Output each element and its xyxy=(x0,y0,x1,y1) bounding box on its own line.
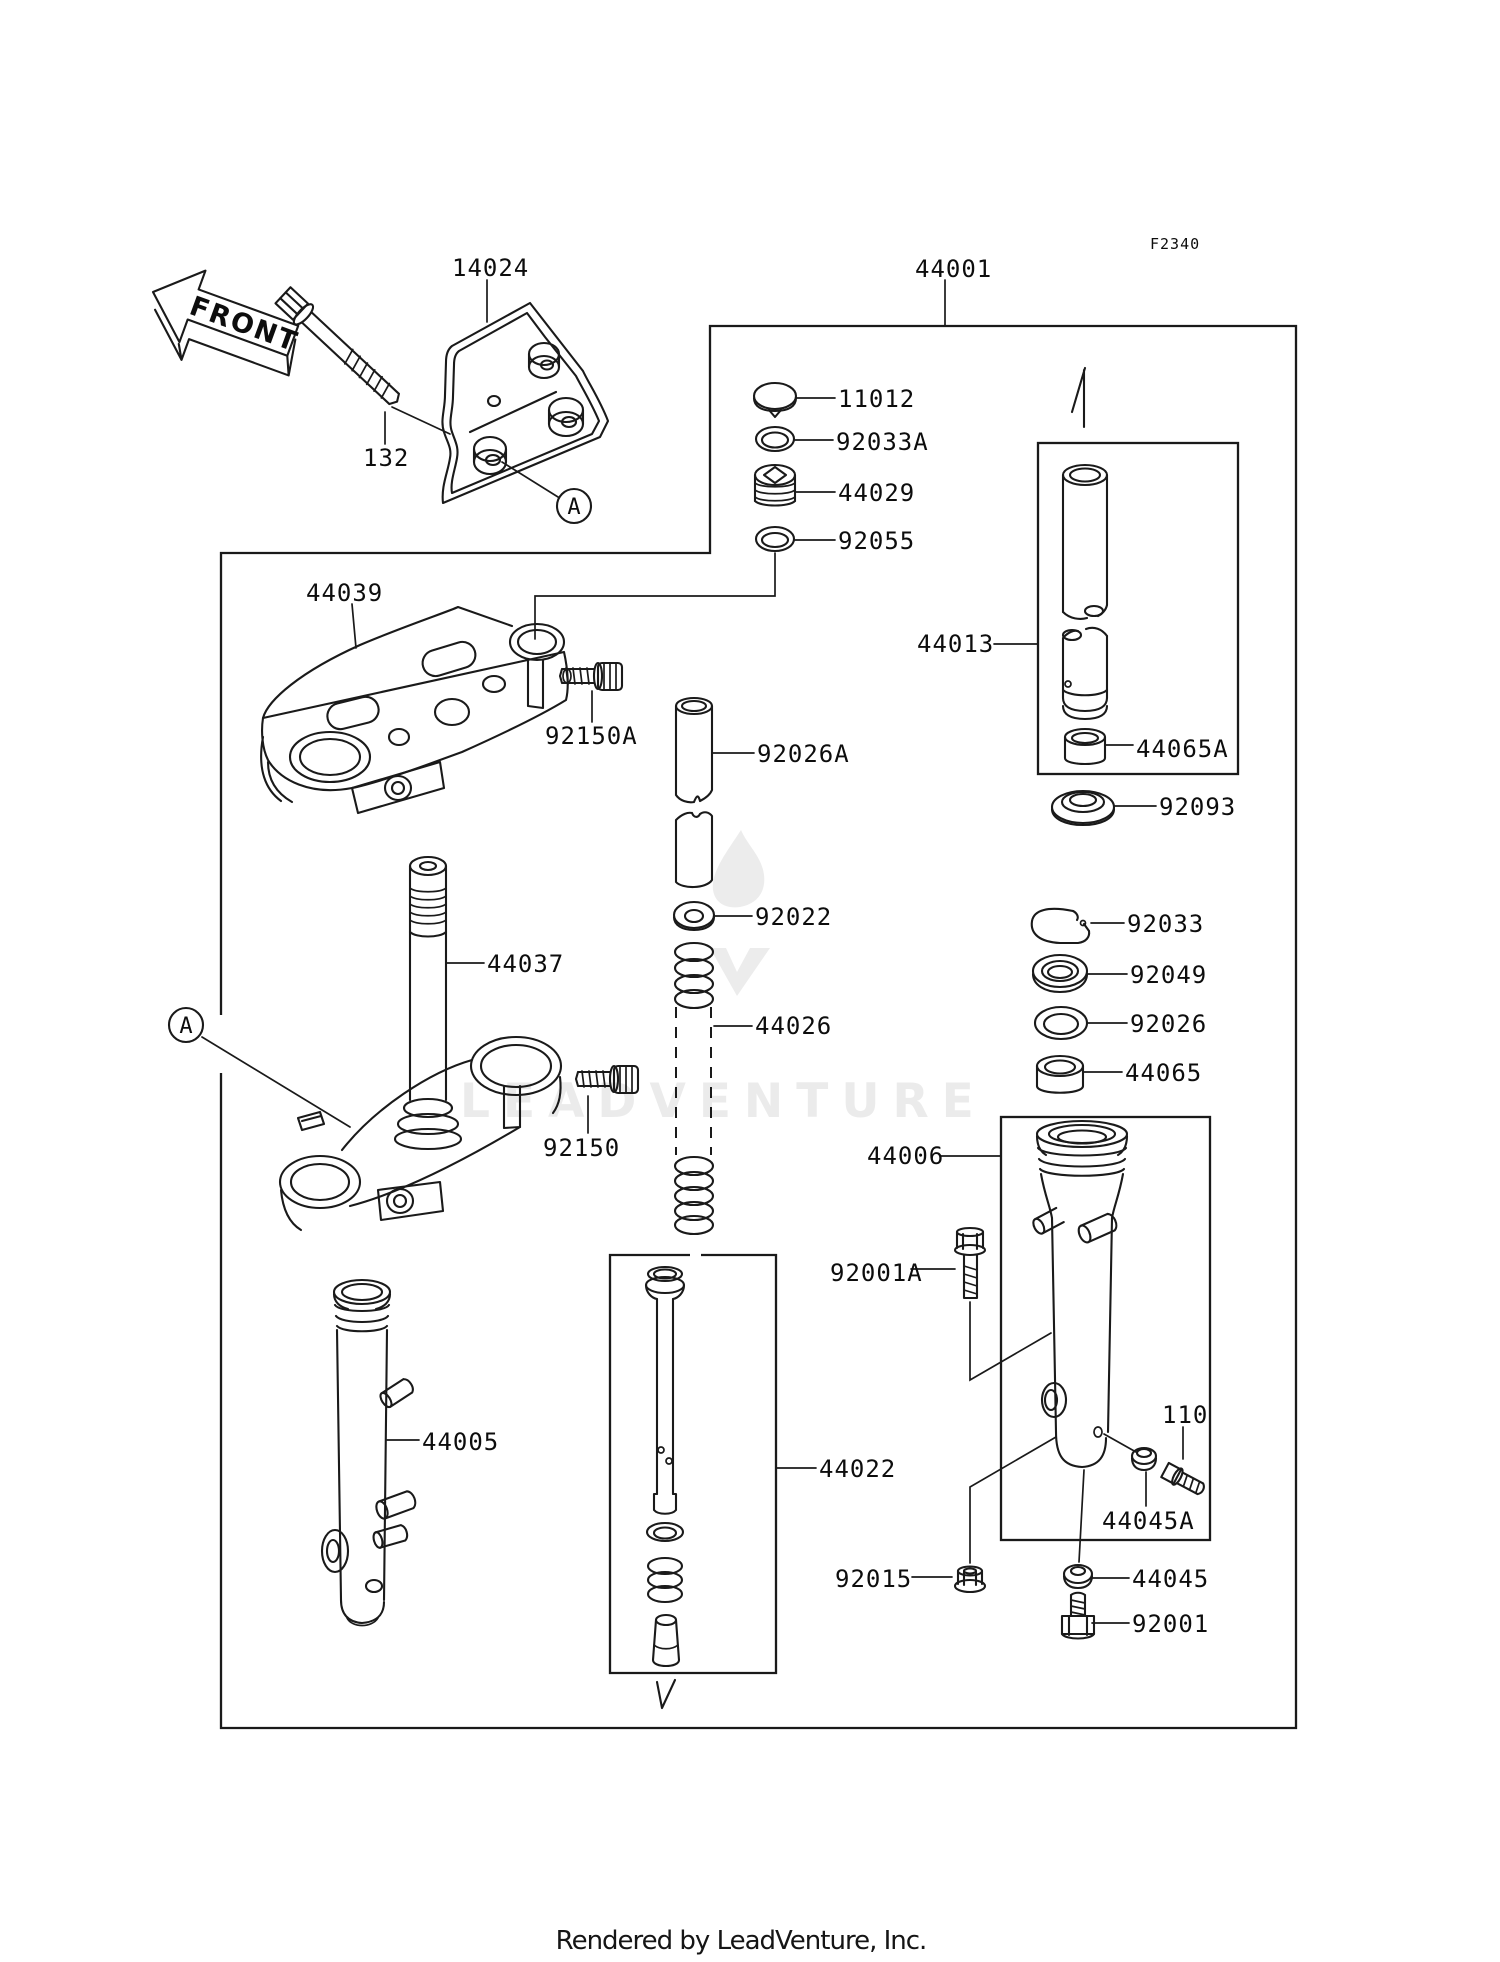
label-11012: 11012 xyxy=(838,385,915,413)
watermark-text: LEADVENTURE xyxy=(460,1074,987,1129)
part-drawing-44006 xyxy=(1032,1119,1129,1469)
part-drawing-92022 xyxy=(672,900,716,932)
part-drawing-44026-spring xyxy=(673,941,715,1236)
label-44005: 44005 xyxy=(422,1428,499,1456)
label-92001a: 92001A xyxy=(830,1259,923,1287)
part-drawing-44029 xyxy=(753,463,797,507)
part-drawing-44005 xyxy=(320,1278,417,1627)
part-drawing-14024 xyxy=(441,301,610,505)
part-drawing-44065a xyxy=(1063,727,1107,766)
label-44065: 44065 xyxy=(1125,1059,1202,1087)
label-92055: 92055 xyxy=(838,527,915,555)
label-44039: 44039 xyxy=(306,579,383,607)
part-drawing-92055 xyxy=(754,525,796,553)
detail-a-left-label: A xyxy=(179,1014,192,1039)
label-92001: 92001 xyxy=(1132,1610,1209,1638)
front-arrow-shadow xyxy=(153,308,297,377)
label-92033: 92033 xyxy=(1127,910,1204,938)
part-drawing-44022 xyxy=(644,1265,686,1668)
label-92033a: 92033A xyxy=(836,428,929,456)
bolt-92001 xyxy=(1060,1591,1096,1640)
bolt-132 xyxy=(274,286,400,406)
part-drawing-44037 xyxy=(278,855,563,1232)
flame-icon xyxy=(712,830,765,908)
part-drawing-92049 xyxy=(1031,953,1089,994)
label-44045a: 44045A xyxy=(1102,1507,1195,1535)
label-44065a: 44065A xyxy=(1136,735,1229,763)
main-assembly-box-44001 xyxy=(219,324,1298,1730)
detail-a-marker-top: A xyxy=(555,487,593,525)
label-44022: 44022 xyxy=(819,1455,896,1483)
part-drawing-92093 xyxy=(1050,789,1116,827)
part-drawing-92033A xyxy=(754,425,796,453)
detail-a-marker-left: A xyxy=(167,1006,205,1044)
bolt-110 xyxy=(1160,1461,1205,1496)
label-44013: 44013 xyxy=(917,630,994,658)
label-92026: 92026 xyxy=(1130,1010,1207,1038)
assembly-boxes xyxy=(219,324,1298,1730)
inner-tube-box-44013 xyxy=(1036,441,1240,776)
part-drawing-44039 xyxy=(260,605,572,815)
part-drawing-92033 xyxy=(1030,907,1091,945)
label-44037: 44037 xyxy=(487,950,564,978)
label-14024: 14024 xyxy=(452,254,529,282)
label-92049: 92049 xyxy=(1130,961,1207,989)
seal-stack-parts xyxy=(1030,789,1116,1094)
label-44029: 44029 xyxy=(838,479,915,507)
label-44026: 44026 xyxy=(755,1012,832,1040)
leader-lines xyxy=(201,279,1184,1624)
part-drawing-44013 xyxy=(1061,463,1109,721)
label-132: 132 xyxy=(363,444,409,472)
assembly-direction-mark xyxy=(1070,366,1087,429)
outer-tube-box-44006 xyxy=(999,1115,1212,1542)
damper-box-44022 xyxy=(608,1253,778,1675)
label-92026a: 92026A xyxy=(757,740,850,768)
bolt-92150a xyxy=(558,661,624,692)
part-drawing-92026 xyxy=(1033,1005,1089,1041)
label-44006: 44006 xyxy=(867,1142,944,1170)
label-92093: 92093 xyxy=(1159,793,1236,821)
label-44001: 44001 xyxy=(915,255,992,283)
leadventure-watermark: LEADVENTURE xyxy=(460,830,987,1129)
part-drawing-44065 xyxy=(1035,1054,1085,1094)
damper-box-continuation-mark xyxy=(655,1678,677,1710)
label-44045: 44045 xyxy=(1132,1565,1209,1593)
part-labels: 14024 132 44001 11012 92033A 44029 92055… xyxy=(306,235,1236,1638)
part-drawing-44045 xyxy=(1062,1563,1094,1590)
label-110: 110 xyxy=(1162,1401,1208,1429)
drawing-code: F2340 xyxy=(1150,235,1200,253)
part-drawing-92026a xyxy=(674,696,714,889)
hardware-bottom xyxy=(953,1446,1205,1640)
bolt-92150 xyxy=(574,1064,640,1095)
label-92015: 92015 xyxy=(835,1565,912,1593)
v-mark-icon xyxy=(710,948,770,996)
label-92022: 92022 xyxy=(755,903,832,931)
part-drawing-11012 xyxy=(752,381,798,419)
bolt-92001a xyxy=(953,1226,987,1300)
cap-stack-parts xyxy=(752,381,798,553)
label-92150a: 92150A xyxy=(545,722,638,750)
part-drawing-92015 xyxy=(953,1565,987,1594)
label-92150: 92150 xyxy=(543,1134,620,1162)
front-arrow-face xyxy=(151,269,300,357)
front-label: FRONT xyxy=(185,291,302,359)
detail-a-top-label: A xyxy=(567,495,580,520)
part-drawing-44045a xyxy=(1130,1446,1158,1472)
footer-credit: Rendered by LeadVenture, Inc. xyxy=(556,1926,927,1956)
front-direction-arrow: FRONT xyxy=(151,269,302,377)
